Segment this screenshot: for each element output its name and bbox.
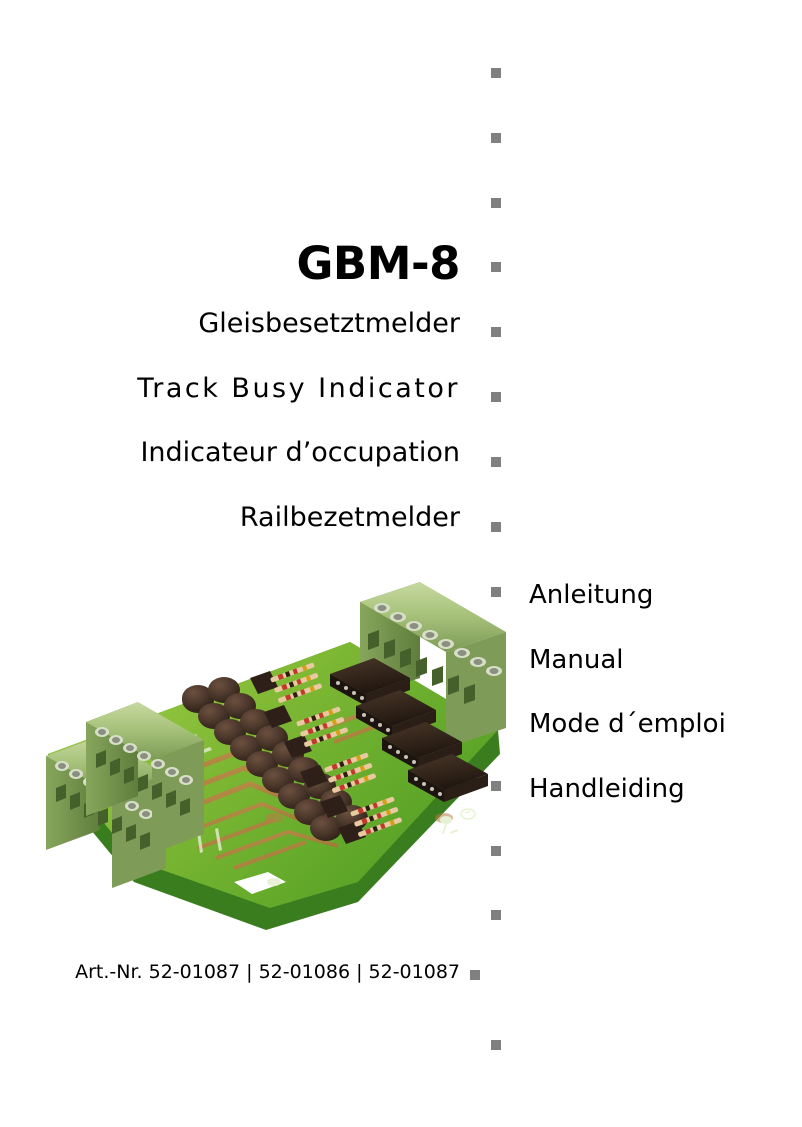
bullet-square bbox=[491, 198, 501, 208]
article-number: Art.-Nr. 52-01087 | 52-01086 | 52-01087 bbox=[75, 961, 460, 983]
bullet-square bbox=[491, 522, 501, 532]
terminal-block-left-inner bbox=[86, 702, 204, 854]
bullet-square bbox=[491, 587, 501, 597]
document-type-list: Anleitung Manual Mode d´emploi Handleidi… bbox=[529, 563, 789, 821]
doc-item-anleitung: Anleitung bbox=[529, 580, 654, 610]
dip-ic-row bbox=[330, 658, 488, 802]
subtitle-nl: Railbezetmelder bbox=[239, 501, 460, 533]
bullet-square bbox=[491, 846, 501, 856]
transistor-group bbox=[250, 671, 366, 844]
title-block: GBM-8 Gleisbesetztmelder Track Busy Indi… bbox=[40, 236, 460, 550]
subtitle-de: Gleisbesetztmelder bbox=[198, 308, 460, 339]
doc-item-manual: Manual bbox=[529, 644, 624, 675]
page-title: GBM-8 bbox=[296, 237, 460, 290]
bullet-square bbox=[491, 392, 501, 402]
bullet-square bbox=[491, 781, 501, 791]
bullet-square bbox=[491, 133, 501, 143]
doc-item-handleiding: Handleiding bbox=[529, 773, 685, 804]
bullet-square bbox=[491, 68, 501, 78]
product-photo bbox=[38, 582, 508, 954]
subtitle-en-text: Track Busy Indicator bbox=[137, 372, 460, 404]
bullet-square bbox=[491, 327, 501, 337]
component-row-capacitors bbox=[182, 677, 368, 841]
bullet-square bbox=[491, 910, 501, 920]
bullet-square bbox=[470, 970, 480, 980]
bullet-square bbox=[491, 1040, 501, 1050]
bullet-square bbox=[491, 262, 501, 272]
subtitle-en: Track Busy Indicator bbox=[40, 357, 460, 422]
resistor-bank bbox=[270, 662, 402, 837]
doc-item-mode-demploi: Mode d´emploi bbox=[529, 709, 726, 739]
bullet-square bbox=[491, 457, 501, 467]
subtitle-fr: Indicateur d’occupation bbox=[140, 437, 460, 468]
